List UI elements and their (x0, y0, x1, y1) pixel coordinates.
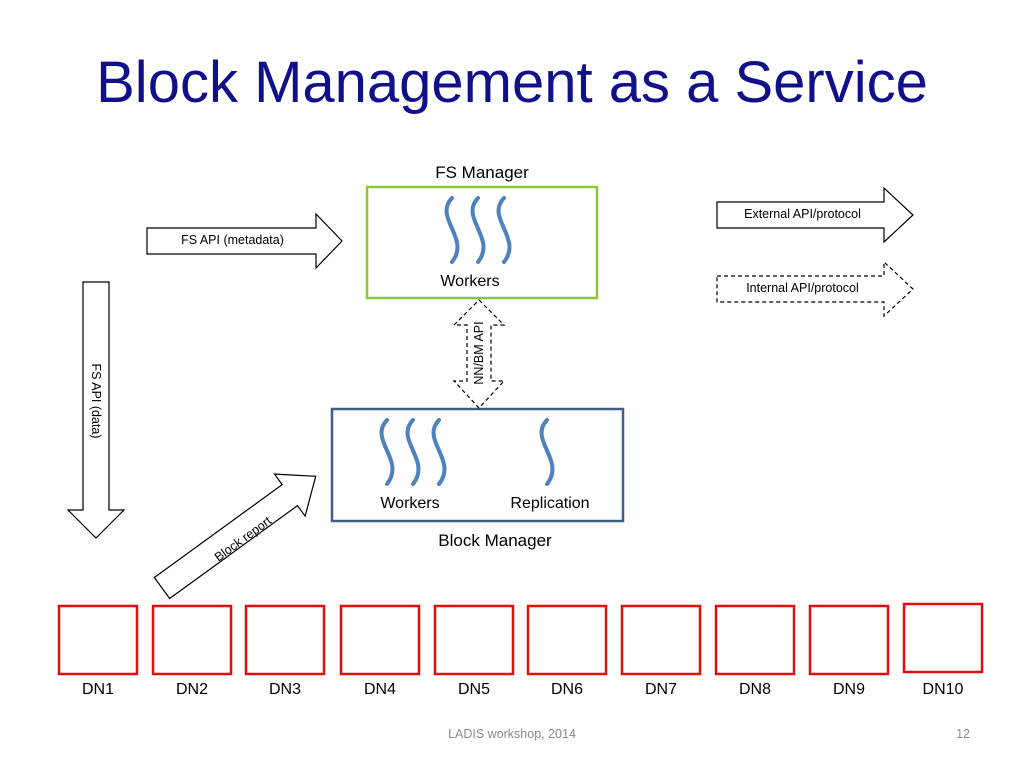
fs-api-data-label: FS API (data) (89, 363, 103, 439)
block-report-arrow (153, 473, 317, 600)
datanode-label-10: DN10 (922, 681, 964, 698)
legend-external-label: External API/protocol (744, 207, 861, 221)
datanode-label-6: DN6 (550, 681, 583, 698)
fs-api-metadata-label: FS API (metadata) (181, 233, 284, 247)
datanode-box-4 (339, 604, 421, 676)
fs-api-metadata-arrow (146, 212, 343, 270)
block-manager-replication-icon (539, 418, 555, 486)
datanode-box-8 (714, 604, 796, 676)
slide-title: Block Management as a Service (96, 50, 928, 115)
datanode-label-2: DN2 (175, 681, 208, 698)
block-manager-box (330, 407, 625, 523)
block-manager-workers-icon (379, 418, 447, 486)
nn-bm-api-label: NN/BM API (472, 321, 486, 385)
block-manager-replication-label: Replication (510, 495, 590, 512)
datanode-label-3: DN3 (268, 681, 301, 698)
datanode-label-1: DN1 (81, 681, 114, 698)
datanode-box-10 (902, 602, 984, 674)
datanode-box-6 (526, 604, 608, 676)
datanode-label-4: DN4 (363, 681, 396, 698)
fs-manager-workers-label: Workers (440, 273, 500, 290)
datanode-label-9: DN9 (832, 681, 865, 698)
legend-internal-arrow (716, 260, 914, 318)
page-number: 12 (956, 727, 970, 741)
fs-manager-workers-icon (444, 196, 512, 264)
block-manager-workers-label: Workers (380, 495, 440, 512)
datanode-box-9 (808, 604, 890, 676)
datanode-box-5 (433, 604, 515, 676)
datanode-box-1 (57, 604, 139, 676)
datanode-row (57, 602, 984, 676)
fs-api-data-arrow (66, 281, 126, 539)
datanode-box-2 (151, 604, 233, 676)
legend-external-arrow (716, 186, 914, 244)
datanode-box-7 (620, 604, 702, 676)
fs-manager-title: FS Manager (435, 163, 529, 182)
footer-text: LADIS workshop, 2014 (448, 727, 576, 741)
nn-bm-api-arrow (452, 299, 506, 409)
datanode-label-5: DN5 (457, 681, 490, 698)
legend-internal-label: Internal API/protocol (746, 281, 859, 295)
datanode-label-8: DN8 (738, 681, 771, 698)
block-manager-title: Block Manager (438, 531, 552, 550)
datanode-box-3 (244, 604, 326, 676)
datanode-label-7: DN7 (644, 681, 677, 698)
